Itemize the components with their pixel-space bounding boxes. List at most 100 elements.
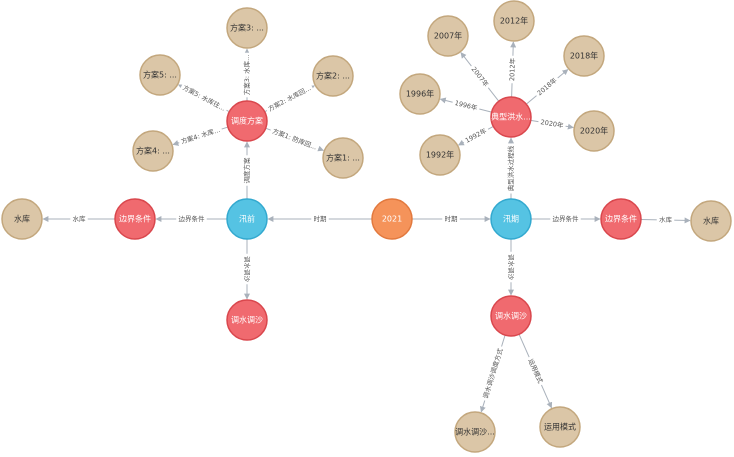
node-fa1[interactable]: 方案1: ...	[322, 137, 364, 179]
edge-xqi-dxhs: 典型洪水过程线	[506, 137, 516, 199]
node-label: 2021	[382, 215, 402, 224]
edge-label: 方案5: 水库往...	[181, 83, 227, 113]
node-label: 边界条件	[119, 214, 151, 224]
node-fa3[interactable]: 方案3: ...	[226, 7, 268, 49]
node-xqi[interactable]: 汛期	[490, 198, 532, 240]
edge-dxhs-y2007: 2007年	[460, 52, 500, 102]
node-circle[interactable]	[399, 73, 441, 115]
node-circle[interactable]	[312, 55, 354, 97]
node-circle[interactable]	[454, 411, 496, 453]
node-circle[interactable]	[573, 110, 615, 152]
node-circle[interactable]	[322, 137, 364, 179]
node-label: 典型洪水...	[491, 112, 531, 122]
node-tsl[interactable]: 调水调沙	[226, 299, 268, 341]
edge-label: 调水调沙	[507, 254, 516, 281]
edge-label-bg	[656, 214, 675, 226]
node-y2018[interactable]: 2018年	[563, 35, 605, 77]
node-fa5[interactable]: 方案5: ...	[139, 54, 181, 96]
node-label: 汛期	[503, 215, 519, 224]
node-bjr[interactable]: 边界条件	[600, 198, 642, 240]
edge-n2021-xqi: 时期	[412, 214, 491, 224]
node-xq[interactable]: 汛前	[226, 198, 268, 240]
node-circle[interactable]	[139, 54, 181, 96]
node-y2020[interactable]: 2020年	[573, 110, 615, 152]
edge-label-bg	[537, 116, 567, 132]
node-circle[interactable]	[539, 406, 581, 448]
node-skl[interactable]: 水库	[1, 198, 43, 240]
node-circle[interactable]	[427, 15, 469, 57]
node-circle[interactable]	[493, 0, 535, 42]
node-label: 调度方案	[231, 116, 263, 126]
edge-ddfa-fa1: 方案1: 防库回...	[265, 125, 324, 154]
node-label: 1996年	[406, 89, 434, 99]
node-circle[interactable]	[490, 295, 532, 337]
edge-label: 运用模式	[526, 357, 545, 385]
node-circle[interactable]	[226, 299, 268, 341]
node-n2021[interactable]: 2021	[371, 198, 413, 240]
edge-label-bg	[479, 345, 507, 402]
node-y1992[interactable]: 1992年	[419, 134, 461, 176]
node-circle[interactable]	[226, 7, 268, 49]
edge-label-bg	[311, 214, 329, 224]
node-ddfa[interactable]: 调度方案	[226, 100, 268, 142]
node-y2012[interactable]: 2012年	[493, 0, 535, 42]
edge-xq-tsl: 调水调沙	[242, 239, 252, 300]
node-fa2[interactable]: 方案2: ...	[312, 55, 354, 97]
edge-label-bg	[242, 155, 252, 186]
node-fa4[interactable]: 方案4: ...	[132, 130, 174, 172]
edge-label-bg	[177, 124, 224, 148]
node-circle[interactable]	[1, 198, 43, 240]
node-label: 调水调沙...	[455, 427, 495, 437]
node-circle[interactable]	[490, 198, 532, 240]
node-circle[interactable]	[419, 134, 461, 176]
edge-label-bg	[242, 52, 252, 98]
node-circle[interactable]	[490, 96, 532, 138]
edge-xqi-tsr: 调水调沙	[506, 239, 516, 296]
node-bjl[interactable]: 边界条件	[114, 198, 156, 240]
node-circle[interactable]	[132, 130, 174, 172]
node-circle[interactable]	[226, 100, 268, 142]
node-tsfs[interactable]: 调水调沙...	[454, 411, 496, 453]
node-label: 方案5: ...	[143, 70, 177, 80]
edge-label-bg	[268, 125, 321, 154]
edge-dxhs-y2020: 2020年	[530, 116, 574, 132]
edge-label: 时期	[445, 214, 459, 223]
node-circle[interactable]	[690, 200, 732, 242]
node-yyms[interactable]: 运用模式	[539, 406, 581, 448]
node-circle[interactable]	[371, 198, 413, 240]
edge-label: 时期	[314, 214, 328, 223]
node-circle[interactable]	[563, 35, 605, 77]
node-label: 2012年	[500, 16, 528, 26]
edge-xqi-bjr: 边界条件	[531, 214, 601, 224]
edge-label-bg	[533, 74, 561, 100]
node-dxhs[interactable]: 典型洪水...	[490, 96, 532, 138]
edge-label: 2012年	[507, 57, 517, 81]
edge-label: 方案2: 水库回...	[266, 83, 312, 113]
node-tsr[interactable]: 调水调沙	[490, 295, 532, 337]
edge-label-bg	[179, 81, 229, 115]
edge-label: 调水调沙	[243, 256, 252, 283]
node-label: 方案3: ...	[230, 23, 264, 33]
node-label: 2018年	[570, 51, 598, 61]
node-label: 方案4: ...	[136, 146, 170, 156]
node-y2007[interactable]: 2007年	[427, 15, 469, 57]
node-circle[interactable]	[600, 198, 642, 240]
edge-label: 典型洪水过程线	[506, 145, 515, 191]
edge-label-bg	[524, 355, 547, 388]
node-y1996[interactable]: 1996年	[399, 73, 441, 115]
node-skr[interactable]: 水库	[690, 200, 732, 242]
node-circle[interactable]	[114, 198, 156, 240]
node-label: 汛前	[239, 214, 255, 224]
edge-bjl-skl: 水库	[42, 214, 115, 224]
edge-label-bg	[176, 214, 207, 224]
edge-tsr-yyms: 运用模式	[518, 334, 553, 409]
node-circle[interactable]	[226, 198, 268, 240]
node-label: 方案1: ...	[326, 153, 360, 163]
edge-label: 水库	[659, 215, 673, 224]
edge-ddfa-fa4: 方案4: 水库...	[172, 124, 229, 148]
edge-label-bg	[442, 214, 460, 224]
node-label: 方案2: ...	[316, 71, 350, 81]
edge-dxhs-y2018: 2018年	[526, 69, 569, 105]
